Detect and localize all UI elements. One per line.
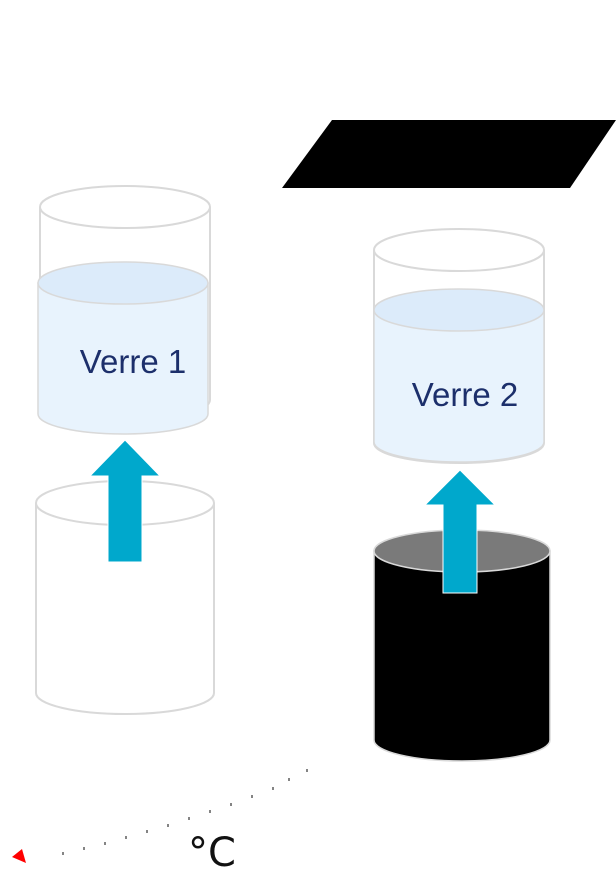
arrow-up-left	[88, 439, 162, 563]
glass-1-label: Verre 1	[80, 343, 186, 380]
water-glass-2: Verre 2	[373, 288, 545, 463]
black-plate	[282, 120, 616, 188]
scale-ticks	[62, 769, 308, 855]
celsius-symbol: °C	[188, 830, 236, 871]
water-glass-1: Verre 1	[37, 261, 209, 435]
glass-2-label: Verre 2	[412, 376, 518, 413]
arrow-up-right	[423, 469, 497, 594]
red-marker	[12, 849, 26, 863]
